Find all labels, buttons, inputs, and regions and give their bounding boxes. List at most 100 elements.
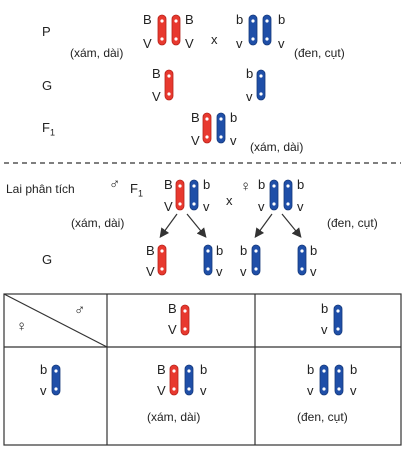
allele-label: b bbox=[350, 362, 358, 377]
allele-label: b bbox=[200, 362, 208, 377]
phenotype-label: (đen, cụt) bbox=[327, 216, 378, 230]
gene-locus bbox=[167, 92, 171, 96]
phenotype-label: (xám, dài) bbox=[250, 140, 304, 154]
gene-locus bbox=[187, 369, 191, 373]
gene-locus bbox=[272, 184, 276, 188]
punnett-table bbox=[3, 293, 402, 446]
gene-locus bbox=[205, 117, 209, 121]
allele-label: b bbox=[321, 301, 329, 316]
allele-label: b bbox=[258, 177, 266, 192]
allele-label: b bbox=[236, 12, 244, 27]
allele-label: v bbox=[307, 383, 314, 398]
chromosome-icon bbox=[169, 364, 179, 396]
allele-label: v bbox=[40, 383, 47, 398]
allele-label: B bbox=[152, 66, 161, 81]
allele-label: b bbox=[240, 243, 248, 258]
arrow-icon bbox=[186, 213, 207, 238]
chromosome-icon bbox=[180, 304, 190, 336]
row-label-cross: Lai phân tích bbox=[6, 182, 75, 196]
chromosome-icon bbox=[51, 364, 61, 396]
gene-locus bbox=[192, 202, 196, 206]
allele-label: B bbox=[168, 301, 177, 316]
allele-label: V bbox=[152, 89, 161, 104]
allele-label: V bbox=[143, 36, 152, 51]
chromosome-icon bbox=[175, 179, 185, 211]
chromosome-icon bbox=[202, 112, 212, 144]
allele-label: b bbox=[203, 177, 211, 192]
chromosome-icon bbox=[262, 14, 272, 46]
chromosome-icon bbox=[157, 14, 167, 46]
gene-locus bbox=[205, 135, 209, 139]
female-symbol-icon: ♀ bbox=[16, 318, 28, 335]
gene-locus bbox=[300, 267, 304, 271]
arrow-icon bbox=[281, 213, 302, 238]
chromosome-icon bbox=[334, 364, 344, 396]
chromosome-icon bbox=[256, 69, 266, 101]
gene-locus bbox=[54, 369, 58, 373]
gene-locus bbox=[300, 249, 304, 253]
gene-locus bbox=[219, 117, 223, 121]
allele-label: b bbox=[278, 12, 286, 27]
gene-locus bbox=[286, 184, 290, 188]
chromosome-icon bbox=[319, 364, 329, 396]
gene-locus bbox=[54, 387, 58, 391]
allele-label: b bbox=[216, 243, 224, 258]
allele-label: b bbox=[230, 110, 238, 125]
arrow-icon bbox=[254, 213, 273, 238]
allele-label: B bbox=[185, 12, 194, 27]
gene-locus bbox=[254, 267, 258, 271]
phenotype-label: (đen, cụt) bbox=[294, 46, 345, 60]
male-f1-label: F1 bbox=[130, 181, 143, 199]
allele-label: V bbox=[157, 383, 166, 398]
gene-locus bbox=[254, 249, 258, 253]
allele-label: B bbox=[191, 110, 200, 125]
allele-label: v bbox=[200, 383, 207, 398]
allele-label: v bbox=[321, 322, 328, 337]
allele-label: v bbox=[278, 36, 285, 51]
gene-locus bbox=[206, 249, 210, 253]
female-symbol-icon: ♀ bbox=[240, 178, 252, 195]
allele-label: V bbox=[191, 133, 200, 148]
row-label-f1: F1 bbox=[42, 120, 55, 138]
gene-locus bbox=[336, 309, 340, 313]
cross-symbol: x bbox=[226, 193, 233, 208]
arrow-icon bbox=[159, 213, 178, 238]
allele-label: B bbox=[157, 362, 166, 377]
chromosome-icon bbox=[189, 179, 199, 211]
allele-label: b bbox=[297, 177, 305, 192]
chromosome-icon bbox=[333, 304, 343, 336]
gene-locus bbox=[286, 202, 290, 206]
chromosomes bbox=[51, 14, 344, 396]
gene-locus bbox=[160, 249, 164, 253]
allele-label: b bbox=[246, 66, 254, 81]
allele-label: v bbox=[310, 264, 317, 279]
gene-locus bbox=[265, 19, 269, 23]
gene-locus bbox=[160, 37, 164, 41]
gene-locus bbox=[172, 369, 176, 373]
allele-label: v bbox=[258, 199, 265, 214]
gene-locus bbox=[322, 387, 326, 391]
allele-label: v bbox=[297, 199, 304, 214]
row-label-p: P bbox=[42, 24, 51, 39]
chromosome-icon bbox=[171, 14, 181, 46]
allele-label: B bbox=[164, 177, 173, 192]
allele-label: v bbox=[203, 199, 210, 214]
gene-locus bbox=[172, 387, 176, 391]
allele-label: v bbox=[240, 264, 247, 279]
chromosome-icon bbox=[297, 244, 307, 276]
gene-locus bbox=[336, 327, 340, 331]
male-symbol-icon: ♂ bbox=[74, 302, 86, 319]
gene-locus bbox=[259, 74, 263, 78]
chromosome-icon bbox=[283, 179, 293, 211]
gene-locus bbox=[192, 184, 196, 188]
header-diagonal bbox=[3, 293, 108, 348]
gene-locus bbox=[251, 37, 255, 41]
male-symbol-icon: ♂ bbox=[109, 176, 121, 193]
allele-label: V bbox=[164, 199, 173, 214]
gene-locus bbox=[174, 19, 178, 23]
phenotype-label: (xám, dài) bbox=[147, 410, 201, 424]
allele-label: b bbox=[307, 362, 315, 377]
chromosome-icon bbox=[184, 364, 194, 396]
gene-locus bbox=[160, 267, 164, 271]
allele-label: V bbox=[168, 322, 177, 337]
